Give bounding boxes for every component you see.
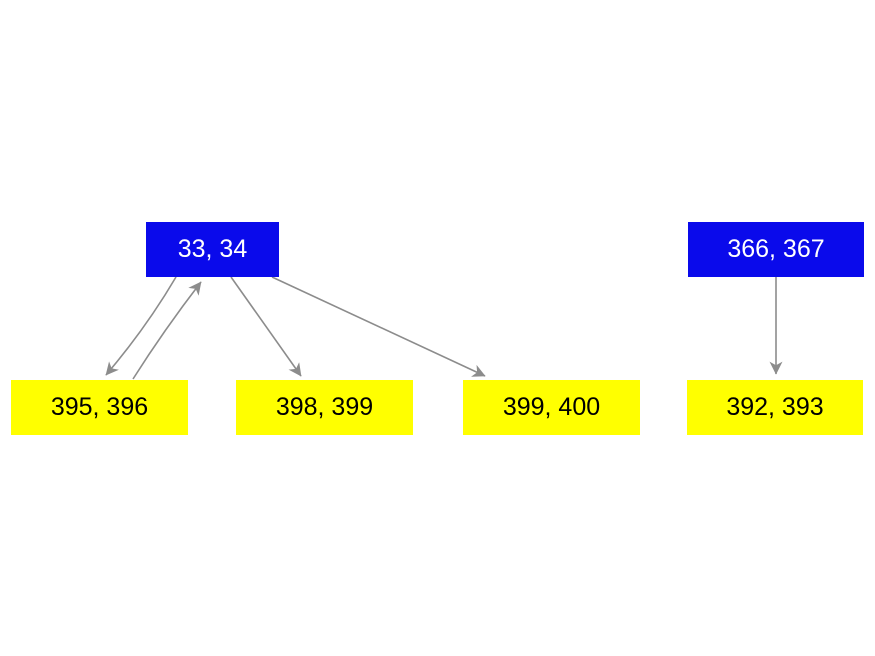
node-392-393: 392, 393 xyxy=(687,380,863,435)
node-398-399: 398, 399 xyxy=(236,380,413,435)
edge-33-34-to-395-396 xyxy=(105,276,177,376)
node-395-396-label: 395, 396 xyxy=(50,393,149,421)
node-395-396: 395, 396 xyxy=(11,380,188,435)
node-398-399-label: 398, 399 xyxy=(275,393,374,421)
node-399-400: 399, 400 xyxy=(463,380,640,435)
node-392-393-label: 392, 393 xyxy=(726,393,824,421)
node-366-367: 366, 367 xyxy=(688,222,864,277)
node-33-34: 33, 34 xyxy=(146,222,279,277)
edge-33-34-to-398-399 xyxy=(230,276,302,377)
edge-33-34-to-399-400 xyxy=(271,276,486,377)
node-399-400-label: 399, 400 xyxy=(502,393,601,421)
edge-395-396-to-33-34 xyxy=(132,281,202,380)
node-366-367-label: 366, 367 xyxy=(727,235,825,263)
node-33-34-label: 33, 34 xyxy=(177,235,248,263)
